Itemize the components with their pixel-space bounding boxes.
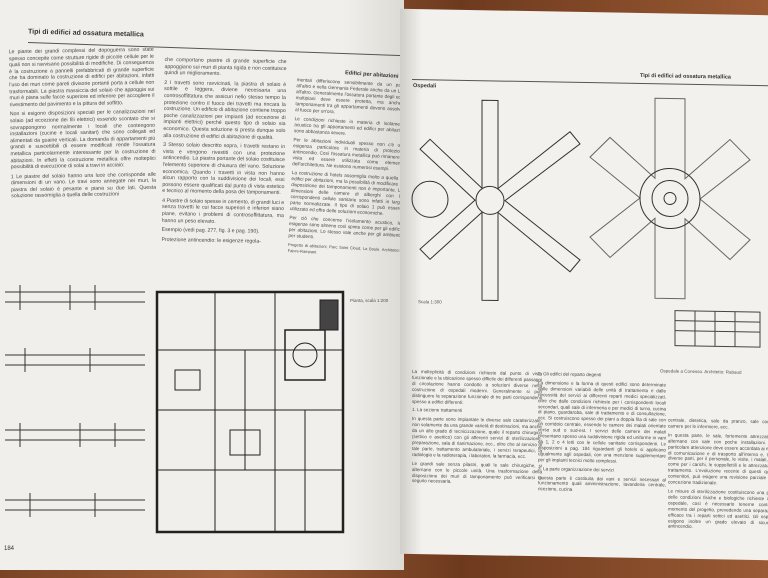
paragraph: Le grandi sale senza pilastri, quali le … bbox=[412, 460, 542, 485]
paragraph: Le misure di sterilizzazione costituisco… bbox=[668, 488, 768, 530]
subheading: 1. La sezione trattamenti bbox=[412, 407, 463, 414]
section-details-drawing bbox=[5, 285, 145, 517]
paragraph: La dimensione e la forma di questi edifi… bbox=[538, 380, 666, 464]
paragraph: 2 I travetti sono ravvicinati, la piastr… bbox=[163, 79, 287, 141]
paragraph: Per le abitazioni individuali spesso non… bbox=[292, 137, 404, 172]
subheading: 3. La parte organizzazione dei servizi bbox=[538, 465, 614, 473]
text-column-2: che comportano piastre di grande superfi… bbox=[161, 57, 286, 249]
section-head: Edifici per abitazioni bbox=[344, 70, 399, 80]
paragraph: 1 Le piastre del solaio hanno una luce c… bbox=[10, 171, 157, 200]
paragraph: Le piante dei grandi complessi del dopog… bbox=[8, 46, 155, 109]
paragraph: In questa parte, le sale, fortemente att… bbox=[668, 432, 768, 486]
scale-label: Scala 1:300 bbox=[418, 299, 442, 305]
paragraph: La costruzione di hotels assomiglia molt… bbox=[289, 170, 404, 216]
text-column-2: 2. Gli edifici del reparto degenti La di… bbox=[538, 371, 666, 497]
paragraph: Protezione antincendio: le esigenze rego… bbox=[161, 236, 262, 245]
running-head: Tipi di edifici ad ossatura metallica bbox=[27, 28, 144, 39]
text-column-1: La molteplicità di condizioni richieste … bbox=[412, 369, 542, 490]
paragraph: Questa parte è costituita dai vani e ser… bbox=[538, 474, 666, 493]
figure-caption: Ospedale a Conesso. Architetto: Rabaud bbox=[660, 368, 742, 375]
right-page: Tipi di edifici ad ossatura metallica Os… bbox=[400, 8, 768, 561]
text-column-1: Le piante dei grandi complessi del dopog… bbox=[9, 47, 157, 204]
subheading: 2. Gli edifici del reparto degenti bbox=[538, 371, 602, 378]
hospital-plan-drawing bbox=[411, 97, 751, 302]
left-page: Tipi di edifici ad ossatura metallica Le… bbox=[0, 0, 404, 570]
text-column-3: centrale, dietetica, sale da pranzo, sal… bbox=[668, 417, 768, 534]
plan-caption: Pianta, scala 1:200 bbox=[350, 298, 389, 303]
paragraph: centrale, dietetica, sale da pranzo, sal… bbox=[668, 417, 768, 430]
paragraph: Non si esigono disposizioni speciali per… bbox=[9, 109, 156, 171]
paragraph: 3 Stesso solaio descritto sopra, i trave… bbox=[162, 142, 286, 197]
paragraph: La molteplicità di condizioni richieste … bbox=[412, 368, 542, 405]
paragraph: In questa parte sono impiantate le diver… bbox=[412, 416, 542, 459]
floor-plan-drawing bbox=[155, 290, 345, 534]
paragraph: 4 Piastre di solaio spesse in cemento, d… bbox=[161, 197, 285, 225]
paragraph: Per ciò che concerne l'isolamento acusti… bbox=[288, 215, 402, 240]
paragraph: Le condizioni richieste in materia di is… bbox=[293, 116, 404, 136]
paragraph: mentari differiscono sensibilmente da un… bbox=[294, 77, 404, 115]
running-head: Tipi di edifici ad ossatura metallica bbox=[640, 72, 731, 81]
paragraph: che comportano piastre di grande superfi… bbox=[164, 56, 287, 78]
credit: Progetto di abitazioni, Parc Saint Cloud… bbox=[287, 241, 400, 255]
elevation-drawing bbox=[674, 310, 761, 348]
page-number: 184 bbox=[4, 546, 15, 552]
paragraph: Esempio (vedi pag. 277, fig. 3 e pag. 19… bbox=[161, 227, 260, 235]
text-column-3: mentari differiscono sensibilmente da un… bbox=[287, 77, 404, 263]
